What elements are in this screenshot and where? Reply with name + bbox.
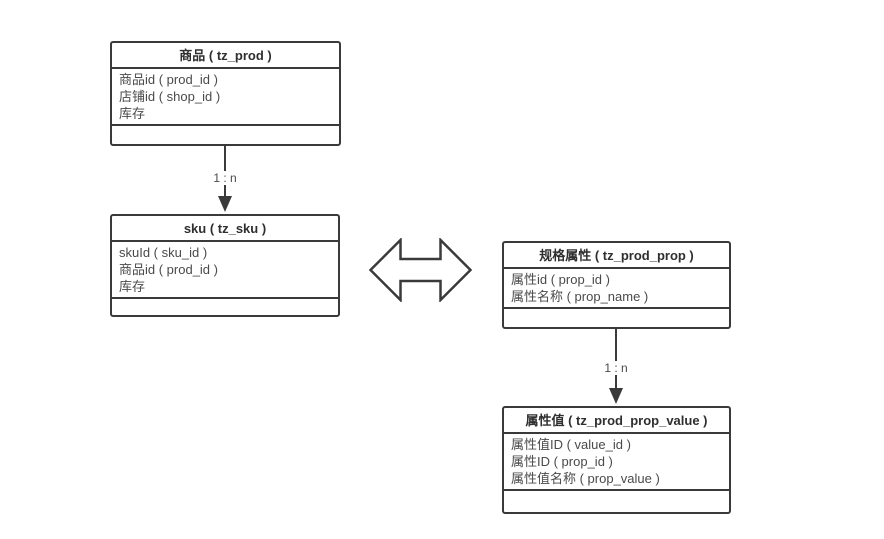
field-row: 属性ID ( prop_id ) <box>511 454 613 469</box>
field-row: 属性名称 ( prop_name ) <box>511 289 649 304</box>
entity-table-prod-prop-value: 属性值 ( tz_prod_prop_value ) 属性值ID ( value… <box>502 406 731 514</box>
field-row: 属性值ID ( value_id ) <box>511 437 631 452</box>
arrowhead-down-icon <box>218 196 232 212</box>
arrowhead-down-icon <box>609 388 623 404</box>
table-fields-prod-prop: 属性id ( prop_id ) 属性名称 ( prop_name ) <box>504 269 729 307</box>
table-title-prod-prop: 规格属性 ( tz_prod_prop ) <box>504 243 729 269</box>
table-fields-prod: 商品id ( prod_id ) 店铺id ( shop_id ) 库存 <box>112 69 339 124</box>
table-fields-prod-prop-value: 属性值ID ( value_id ) 属性ID ( prop_id ) 属性值名… <box>504 434 729 489</box>
field-row: 商品id ( prod_id ) <box>119 262 218 277</box>
relation-label-prop-value: 1 : n <box>597 361 635 375</box>
table-empty-compartment <box>112 297 338 317</box>
relation-line-prop-value <box>615 329 617 389</box>
table-empty-compartment <box>504 307 729 327</box>
table-title-sku: sku ( tz_sku ) <box>112 216 338 242</box>
field-row: skuId ( sku_id ) <box>119 245 208 260</box>
field-row: 属性值名称 ( prop_value ) <box>511 471 660 486</box>
field-row: 店铺id ( shop_id ) <box>119 89 221 104</box>
table-title-prod-prop-value: 属性值 ( tz_prod_prop_value ) <box>504 408 729 434</box>
table-fields-sku: skuId ( sku_id ) 商品id ( prod_id ) 库存 <box>112 242 338 297</box>
double-arrow-icon <box>369 238 472 302</box>
table-empty-compartment <box>112 124 339 144</box>
field-row: 属性id ( prop_id ) <box>511 272 610 287</box>
field-row: 商品id ( prod_id ) <box>119 72 218 87</box>
field-row: 库存 <box>119 106 146 121</box>
entity-table-sku: sku ( tz_sku ) skuId ( sku_id ) 商品id ( p… <box>110 214 340 317</box>
entity-table-prod: 商品 ( tz_prod ) 商品id ( prod_id ) 店铺id ( s… <box>110 41 341 146</box>
relation-label-prod-sku: 1 : n <box>206 171 244 185</box>
field-row: 库存 <box>119 279 146 294</box>
table-empty-compartment <box>504 489 729 512</box>
table-title-prod: 商品 ( tz_prod ) <box>112 43 339 69</box>
entity-table-prod-prop: 规格属性 ( tz_prod_prop ) 属性id ( prop_id ) 属… <box>502 241 731 329</box>
